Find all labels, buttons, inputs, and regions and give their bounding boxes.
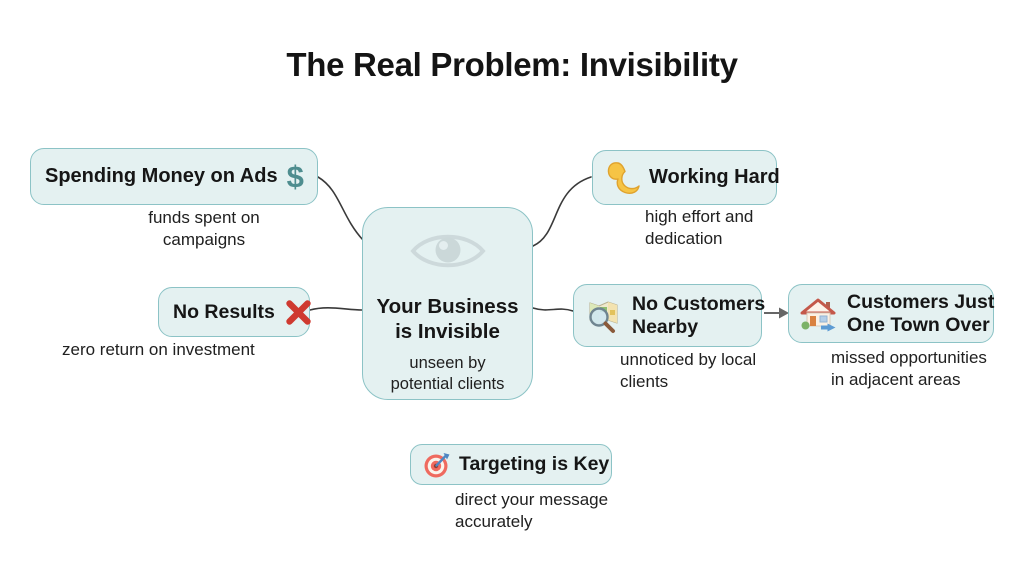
node-subtitle-no-customers: unnoticed by local clients — [620, 350, 757, 391]
node-label: No Customers Nearby — [632, 292, 766, 338]
node-label: No Results — [173, 300, 275, 323]
red-x-icon — [284, 298, 313, 327]
node-targeting-is-key[interactable]: Targeting is Key — [410, 444, 612, 485]
node-label: Your Business is Invisible — [376, 295, 519, 343]
connector-central-nocustomers — [532, 307, 574, 312]
node-label: Working Hard — [649, 165, 780, 188]
node-subtitle-working-hard: high effort and dedication — [645, 207, 754, 248]
connector-central-workinghard — [532, 176, 592, 247]
node-subtitle-customers: missed opportunities in adjacent areas — [831, 348, 987, 389]
node-your-business-is-invisible[interactable]: Your Business is Invisible unseen by pot… — [362, 207, 533, 400]
map-magnifier-icon — [584, 298, 624, 334]
node-label: Targeting is Key — [459, 453, 610, 475]
page-title: The Real Problem: Invisibility — [286, 46, 738, 83]
node-customers-one-town-over[interactable]: Customers Just One Town Over — [788, 284, 994, 343]
flexed-biceps-icon — [605, 160, 641, 196]
connector-spending-central — [317, 176, 364, 241]
node-no-customers-nearby[interactable]: No Customers Nearby — [573, 284, 766, 347]
node-spending-money-on-ads[interactable]: Spending Money on Ads $ — [30, 148, 318, 205]
connector-noresults-central — [309, 307, 363, 311]
target-icon — [423, 451, 451, 479]
node-subtitle-spending: funds spent on campaigns — [148, 208, 260, 249]
eye-icon — [409, 228, 487, 274]
node-label: Customers Just One Town Over — [847, 290, 995, 336]
node-subtitle-targeting: direct your message accurately — [455, 490, 609, 531]
node-no-results[interactable]: No Results — [158, 287, 313, 337]
node-subtitle-central: unseen by potential clients — [390, 354, 505, 393]
node-subtitle-no-results: zero return on investment — [62, 340, 255, 359]
house-arrow-icon — [799, 296, 839, 332]
node-label: Spending Money on Ads — [45, 164, 278, 187]
dollar-icon: $ — [286, 159, 304, 194]
node-working-hard[interactable]: Working Hard — [592, 150, 780, 205]
